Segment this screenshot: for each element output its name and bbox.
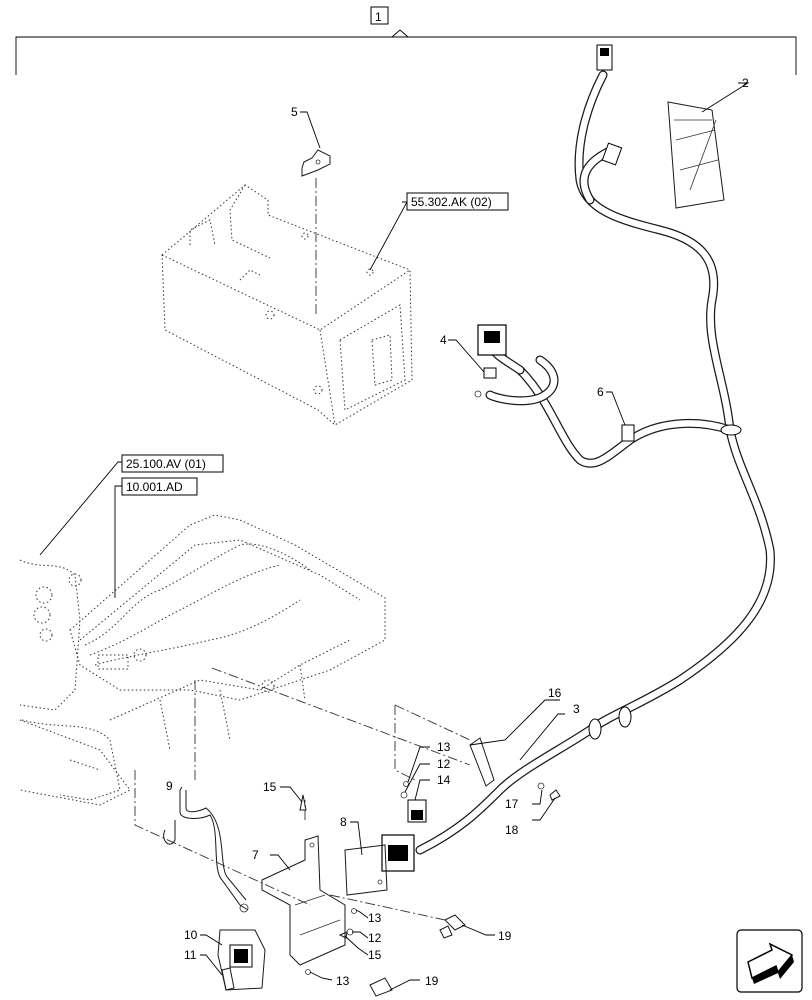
guide-line-4 [134,770,311,906]
guide-line-2 [394,704,471,741]
callout-19b[interactable]: 19 [425,974,439,988]
forward-arrow-icon[interactable] [736,929,803,993]
callout-11[interactable]: 11 [184,948,197,962]
manual-part-2[interactable] [667,101,725,209]
reference-battery-box-text: 55.302.AK (02) [411,195,492,209]
battery-box [161,184,413,426]
terminal-part-4[interactable] [474,367,497,398]
callout-18[interactable]: 18 [505,823,519,837]
callout-5[interactable]: 5 [291,105,298,119]
callout-13b[interactable]: 13 [368,911,382,925]
callout-8[interactable]: 8 [340,815,347,829]
nut-13c[interactable] [305,969,311,975]
washer-12a[interactable] [400,791,408,799]
callout-13c[interactable]: 13 [336,974,350,988]
clip-part-6[interactable] [621,424,635,442]
washer-17[interactable] [537,782,545,790]
callout-14[interactable]: 14 [437,773,451,787]
bolt-18[interactable] [549,789,561,801]
bracket-part-16[interactable] [469,737,495,787]
guide-line-6 [329,894,446,921]
callout-17[interactable]: 17 [505,797,519,811]
wiring-harness-part-3[interactable] [381,44,775,872]
assembly-bracket: 1 [15,6,797,75]
reference-engine[interactable]: 10.001.AD [121,477,198,496]
plate-part-8[interactable] [344,844,388,896]
reference-engine-text: 10.001.AD [126,480,183,494]
engine-block [19,514,386,806]
callout-12a[interactable]: 12 [437,757,451,771]
callout-6[interactable]: 6 [597,385,604,399]
callout-4[interactable]: 4 [440,333,447,347]
screw-15b[interactable] [338,931,348,939]
callout-15a[interactable]: 15 [263,780,277,794]
nut-13a[interactable] [403,781,409,787]
callout-19a[interactable]: 19 [498,929,512,943]
callouts: 2 5 4 6 16 3 13 12 14 15 9 8 7 17 18 13 … [166,76,749,988]
hardware-small [221,781,561,991]
pipe-part-9[interactable] [163,790,249,913]
callout-15b[interactable]: 15 [368,948,382,962]
nut-13b[interactable] [351,908,357,914]
guide-line-1 [211,667,471,766]
callout-2[interactable]: 2 [742,76,749,90]
callout-7[interactable]: 7 [252,848,259,862]
reference-fuel-tank[interactable]: 25.100.AV (01) [121,454,224,473]
reference-fuel-tank-text: 25.100.AV (01) [126,457,206,471]
callout-13a[interactable]: 13 [437,740,451,754]
relay-part-14[interactable] [407,799,427,823]
bracket-part-5[interactable] [301,149,331,177]
assembly-label[interactable]: 1 [375,10,382,24]
callout-10[interactable]: 10 [184,928,198,942]
socket-part-10[interactable] [217,929,266,991]
bolt-part-19[interactable] [369,914,466,997]
screw-15a[interactable] [299,794,307,811]
callout-3[interactable]: 3 [573,702,580,716]
callout-9[interactable]: 9 [166,779,173,793]
callout-16[interactable]: 16 [548,686,562,700]
bracket-part-7[interactable] [261,835,346,966]
callout-12b[interactable]: 12 [368,931,382,945]
reference-battery-box[interactable]: 55.302.AK (02) [406,192,509,211]
guide-line-3 [394,705,416,781]
